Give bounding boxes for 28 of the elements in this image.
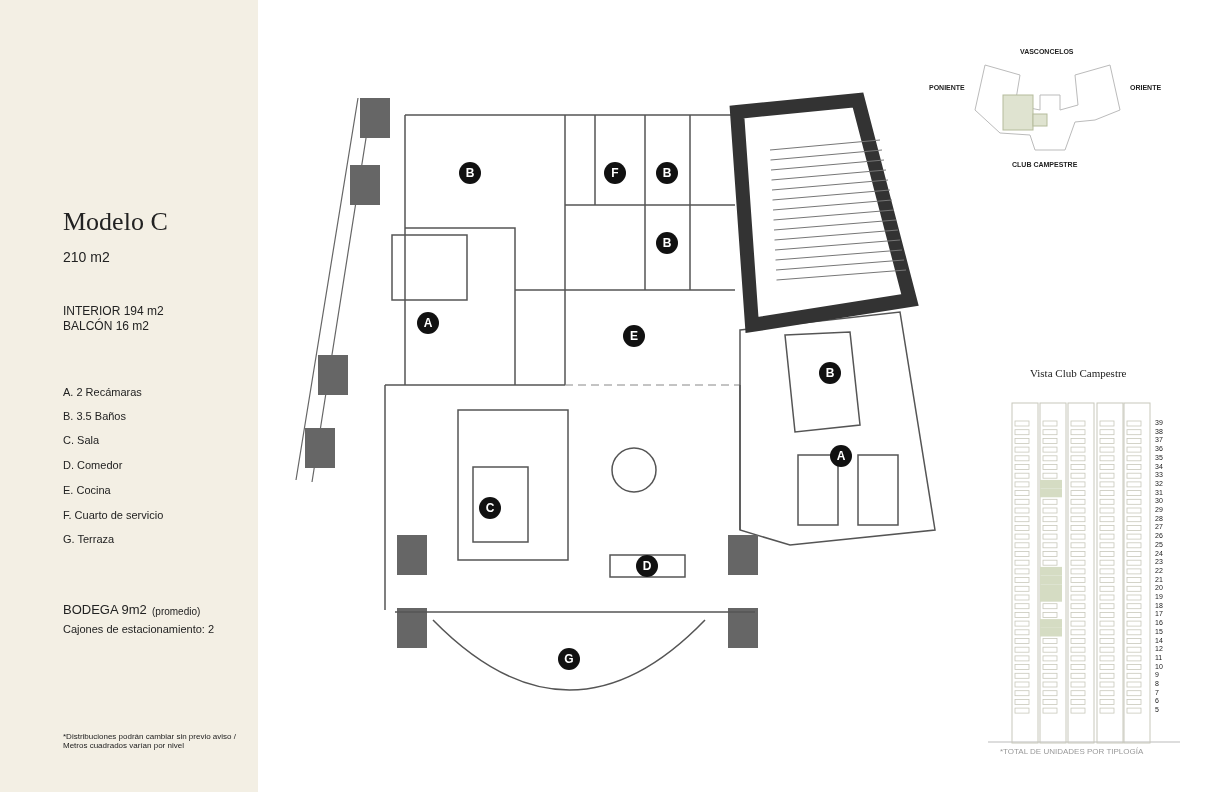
room-marker: A bbox=[830, 445, 852, 467]
text-label: *Distribuciones podrán cambiar sin previo aviso / Metros cuadrados varían por nivel bbox=[63, 732, 237, 751]
room-marker: F bbox=[604, 162, 626, 184]
room-marker: B bbox=[819, 362, 841, 384]
legend-item: G. Terraza bbox=[63, 533, 115, 546]
room-marker: G bbox=[558, 648, 580, 670]
text-label: (promedio) bbox=[152, 606, 201, 618]
room-marker: A bbox=[417, 312, 439, 334]
text-label: 210 m2 bbox=[63, 249, 110, 266]
text-label: BALCÓN 16 m2 bbox=[63, 320, 150, 334]
text-label: Modelo C bbox=[63, 207, 168, 237]
room-marker: D bbox=[636, 555, 658, 577]
room-marker: E bbox=[623, 325, 645, 347]
text-label: INTERIOR 194 m2 bbox=[63, 305, 164, 318]
legend-item: B. 3.5 Baños bbox=[63, 410, 126, 423]
room-marker: C bbox=[479, 497, 501, 519]
room-marker: B bbox=[656, 232, 678, 254]
legend-item: A. 2 Recámaras bbox=[63, 386, 142, 399]
legend-item: F. Cuarto de servicio bbox=[63, 509, 164, 522]
text-label: *TOTAL DE UNIDADES POR TIPLOGÍA bbox=[1000, 747, 1144, 757]
legend-item: D. Comedor bbox=[63, 459, 123, 472]
text-label: BODEGA 9m2 bbox=[63, 603, 147, 618]
legend-item: C. Sala bbox=[63, 434, 100, 447]
room-marker: B bbox=[656, 162, 678, 184]
text-label: Cajones de estacionamiento: 2 bbox=[63, 623, 215, 636]
legend-item: E. Cocina bbox=[63, 484, 111, 497]
text-label: Vista Club Campestre bbox=[1030, 367, 1127, 380]
room-marker: B bbox=[459, 162, 481, 184]
